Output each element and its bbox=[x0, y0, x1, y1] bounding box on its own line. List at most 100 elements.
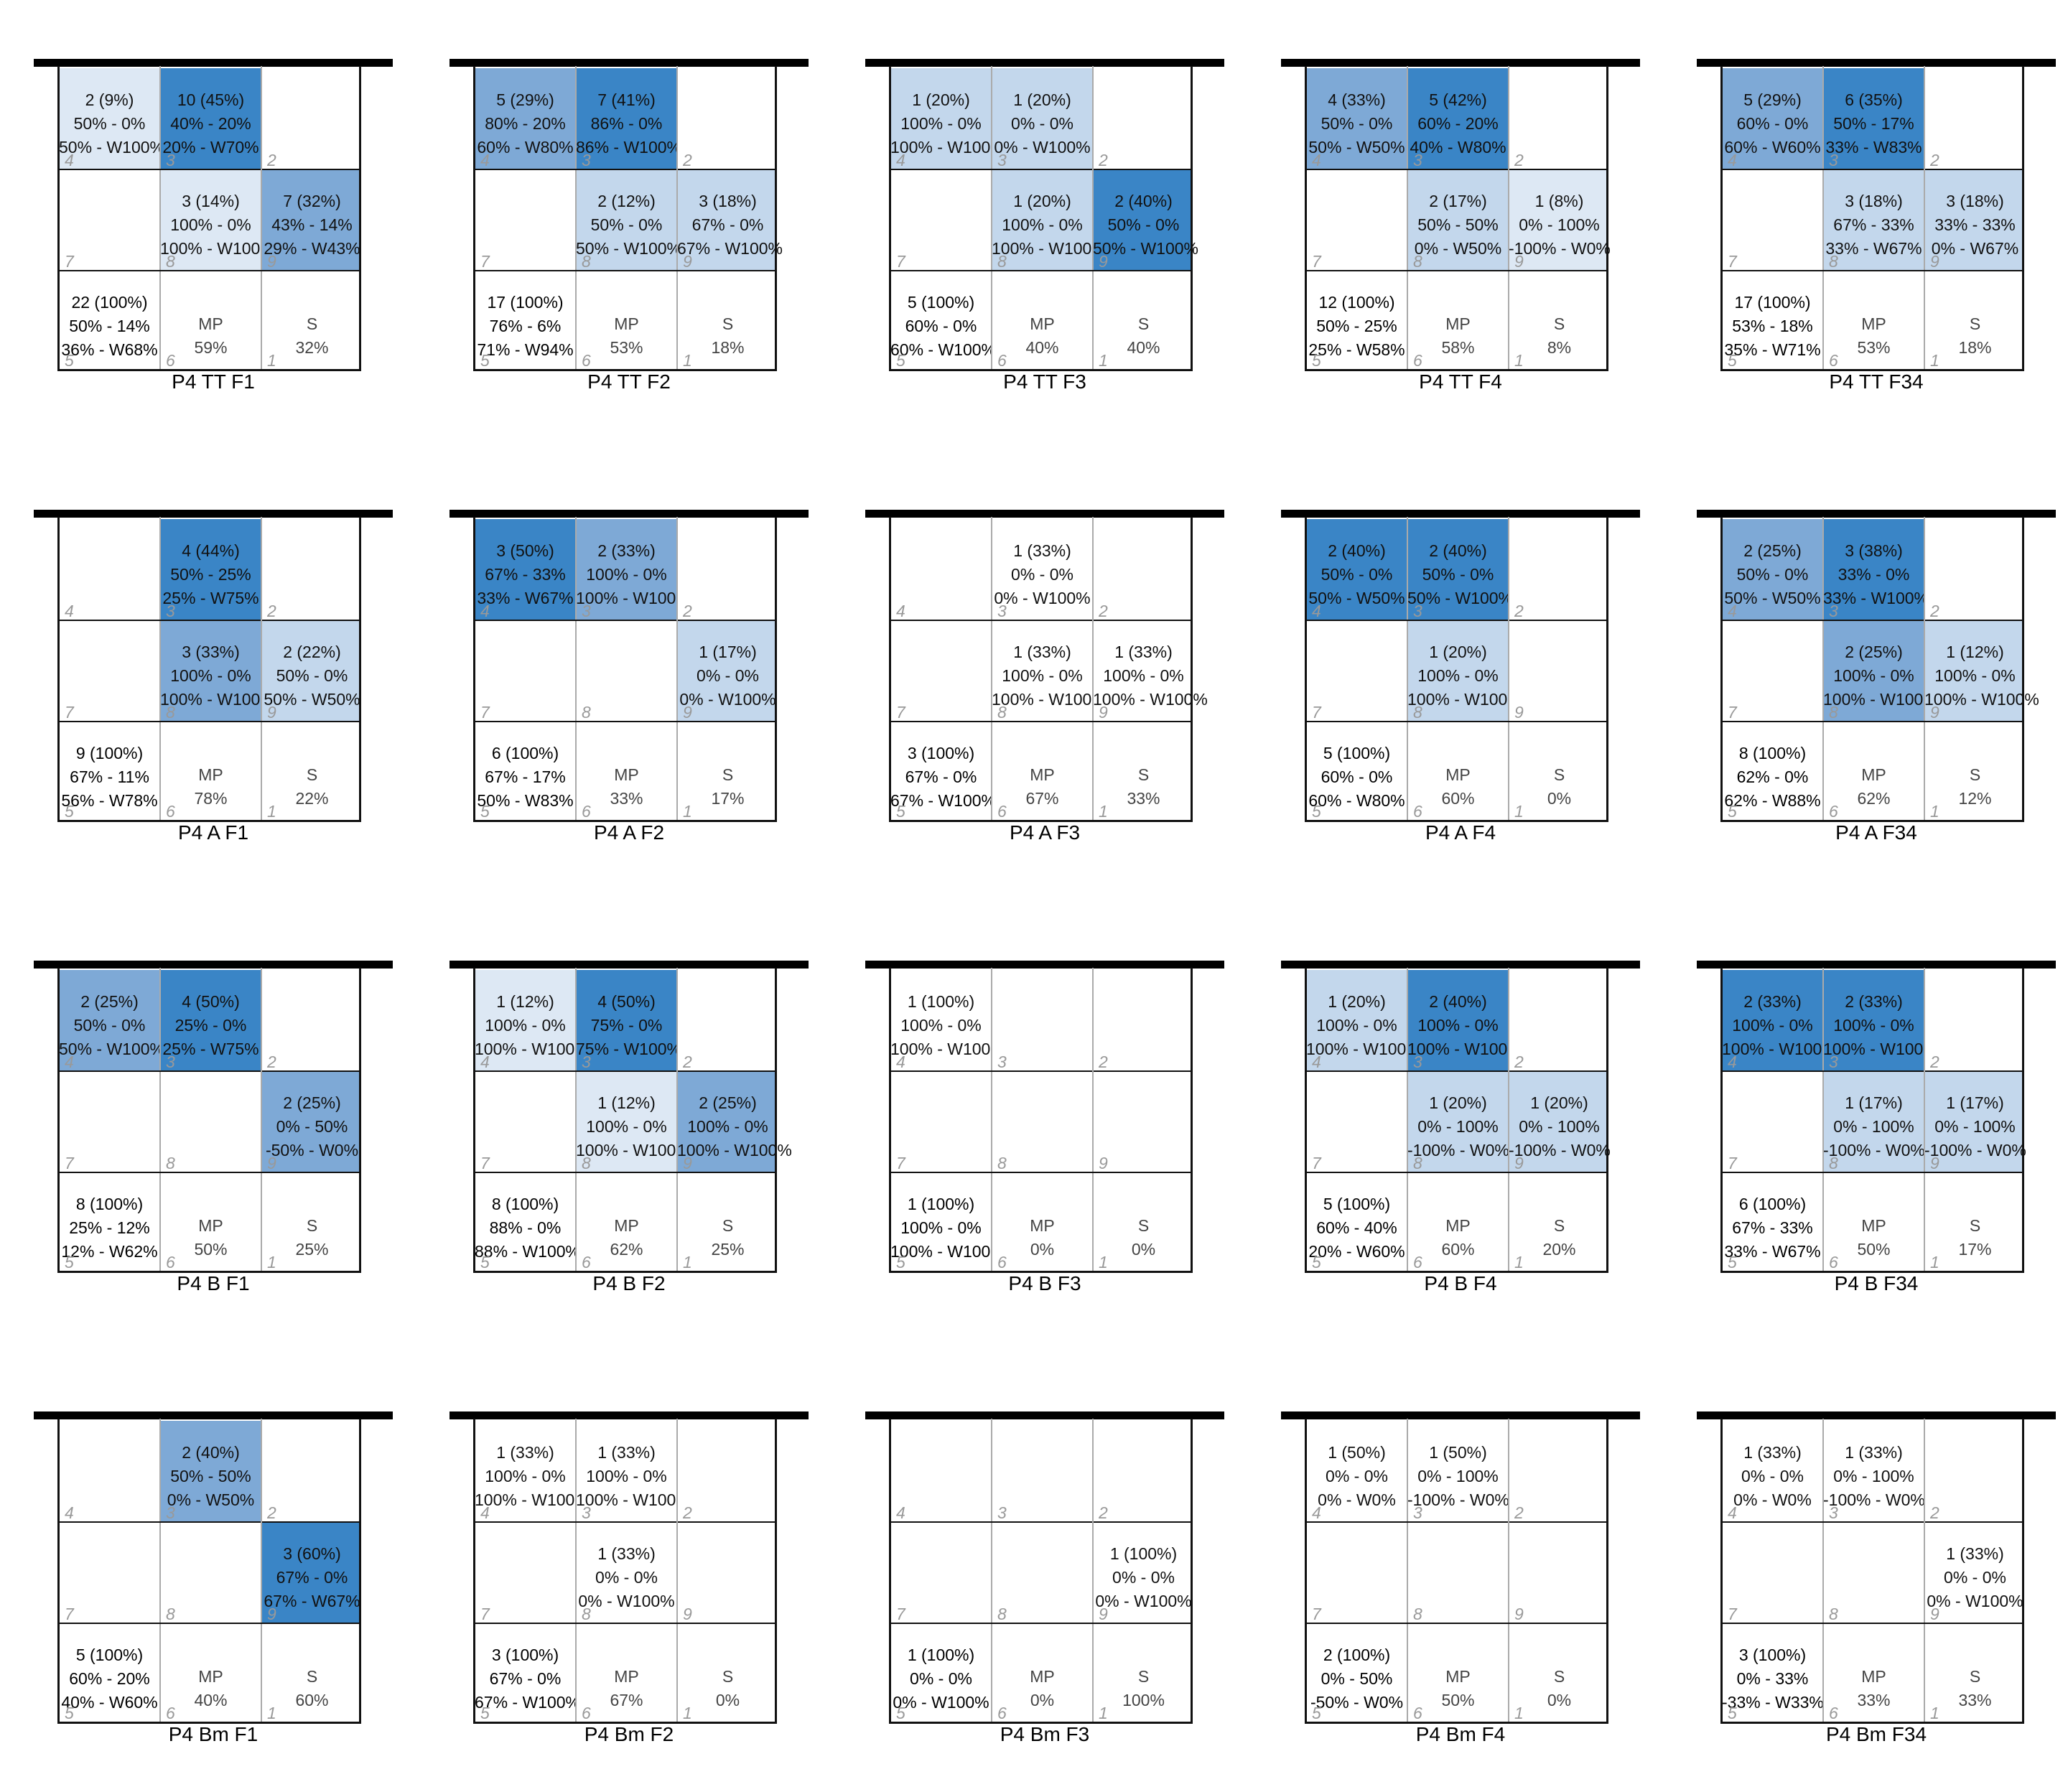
zone-id-label: 6 bbox=[1829, 1704, 1838, 1722]
zone-cell-line: 50% - 0% bbox=[590, 215, 663, 234]
mp-line: MP bbox=[614, 1216, 639, 1235]
zone-id-label: 2 bbox=[267, 151, 276, 169]
zone-cell-line: 1 (12%) bbox=[1946, 643, 2004, 661]
zone-cell-line: 100% - 0% bbox=[1316, 1016, 1397, 1035]
zone-id-label: 7 bbox=[1728, 252, 1737, 271]
zone-cell-line: 60% - 0% bbox=[905, 317, 977, 335]
zone-cell-7: 7 bbox=[890, 620, 992, 722]
zone-id-label: 8 bbox=[1829, 703, 1838, 722]
zone-cell-4: 1 (33%)0% - 0%0% - W0%4 bbox=[1722, 1421, 1823, 1522]
panel-title: P4 B F2 bbox=[592, 1272, 666, 1294]
grid-hline bbox=[1305, 1521, 1608, 1523]
mp-line: MP bbox=[1030, 1216, 1055, 1235]
zone-cell-line: 100% - W100% bbox=[890, 1242, 1005, 1261]
zone-id-label: 1 bbox=[1099, 1704, 1108, 1722]
zone-cell-line: 0% - 100% bbox=[1417, 1117, 1499, 1136]
zone-cell-4: 2 (25%)50% - 0%50% - W50%4 bbox=[1722, 519, 1823, 620]
board-border-bottom bbox=[473, 369, 777, 371]
grid-vline bbox=[676, 968, 678, 1273]
zone-cell-2: 2 bbox=[1924, 68, 2023, 169]
zone-id-label: 3 bbox=[1413, 602, 1422, 620]
zone-cell-line: 100% - 0% bbox=[170, 215, 251, 234]
grid-hline bbox=[889, 1070, 1193, 1072]
zone-cell-text: 2 (12%)50% - 0%50% - W100% bbox=[576, 190, 681, 261]
zone-cell-9: 1 (17%)0% - 0%0% - W100%9 bbox=[677, 620, 776, 722]
zone-cell-line: 50% - W50% bbox=[264, 690, 360, 709]
zone-cell-line: 25% - W75% bbox=[162, 1040, 259, 1058]
zone-id-label: 7 bbox=[65, 1154, 74, 1172]
panel-top-bar bbox=[865, 59, 1224, 67]
zone-id-label: 8 bbox=[1413, 252, 1422, 271]
mp-line: 78% bbox=[194, 789, 228, 808]
board-border-bottom bbox=[57, 1271, 361, 1273]
board-border-left bbox=[1720, 1419, 1723, 1724]
panel-title: P4 A F1 bbox=[177, 821, 249, 844]
zone-id-label: 8 bbox=[1413, 1154, 1422, 1172]
zone-id-label: 5 bbox=[1312, 1253, 1321, 1271]
zone-cell-8: 8 bbox=[160, 1071, 261, 1172]
zone-cell-text: 1 (33%)0% - 0%0% - W100% bbox=[576, 1542, 677, 1613]
zone-cell-line: 67% - 0% bbox=[905, 767, 977, 786]
zone-id-label: 8 bbox=[582, 1605, 591, 1623]
zone-cell-line: 100% - 0% bbox=[586, 565, 667, 584]
panel-top-bar bbox=[865, 961, 1224, 969]
zone-cell-line: 0% - 0% bbox=[1011, 114, 1073, 133]
board-border-left bbox=[57, 66, 60, 371]
zone-cell-line: 0% - 100% bbox=[1519, 1117, 1600, 1136]
s-line: S bbox=[1969, 765, 1981, 784]
grid-hline bbox=[473, 270, 777, 271]
zone-cell-4: 1 (12%)100% - 0%100% - W100%4 bbox=[475, 970, 590, 1071]
s-line: S bbox=[1553, 314, 1565, 333]
zone-id-label: 1 bbox=[267, 802, 276, 821]
zone-cell-line: 0% - 100% bbox=[1833, 1467, 1914, 1485]
zone-id-label: 2 bbox=[1930, 1053, 1939, 1071]
zone-cell-8: 1 (33%)100% - 0%100% - W100%8 bbox=[992, 620, 1107, 722]
zone-id-label: 1 bbox=[683, 351, 692, 370]
zone-cell-2: 2 bbox=[1093, 519, 1192, 620]
zone-id-label: 2 bbox=[683, 602, 692, 620]
zone-cell-7: 7 bbox=[890, 1071, 992, 1172]
mp-line: 50% bbox=[1441, 1691, 1475, 1709]
zone-cell-4: 1 (33%)100% - 0%100% - W100%4 bbox=[475, 1421, 590, 1522]
zone-cell-line: 1 (33%) bbox=[1114, 643, 1173, 661]
zone-id-label: 1 bbox=[267, 1253, 276, 1271]
zone-cell-line: 0% - 100% bbox=[1417, 1467, 1499, 1485]
zone-id-label: 9 bbox=[683, 252, 692, 271]
s-line: 0% bbox=[1131, 1240, 1156, 1259]
zone-cell-line: 60% - W80% bbox=[1308, 791, 1405, 810]
s-line: 17% bbox=[711, 789, 745, 808]
board-border-right bbox=[2022, 66, 2024, 371]
mp-line: 62% bbox=[610, 1240, 643, 1259]
board-border-right bbox=[775, 1419, 777, 1724]
zone-id-label: 5 bbox=[65, 351, 74, 370]
grid-hline bbox=[889, 620, 1193, 621]
zone-cell-line: 33% - W67% bbox=[1724, 1242, 1821, 1261]
zone-cell-line: 2 (25%) bbox=[1845, 643, 1903, 661]
zone-id-label: 9 bbox=[1514, 252, 1524, 271]
zone-cell-line: 50% - 0% bbox=[73, 1016, 146, 1035]
zone-id-label: 1 bbox=[1099, 1253, 1108, 1271]
zone-cell-line: -100% - W0% bbox=[1823, 1141, 1925, 1159]
zone-id-label: 9 bbox=[267, 1154, 276, 1172]
zone-cell-text: 1 (100%)100% - 0%100% - W100% bbox=[890, 990, 1005, 1061]
s-line: 17% bbox=[1958, 1240, 1992, 1259]
zone-cell-text: 2 (40%)100% - 0%100% - W100% bbox=[1407, 990, 1522, 1061]
zone-cell-line: 33% - W100% bbox=[1823, 589, 1929, 607]
zone-id-label: 2 bbox=[1099, 151, 1108, 169]
zone-id-label: 2 bbox=[1514, 151, 1524, 169]
grid-vline bbox=[159, 517, 161, 822]
zone-cell-line: 50% - W100% bbox=[59, 138, 165, 157]
zone-id-label: 5 bbox=[480, 802, 490, 821]
zone-id-label: 6 bbox=[582, 1704, 591, 1722]
zone-id-label: 9 bbox=[1514, 703, 1524, 722]
